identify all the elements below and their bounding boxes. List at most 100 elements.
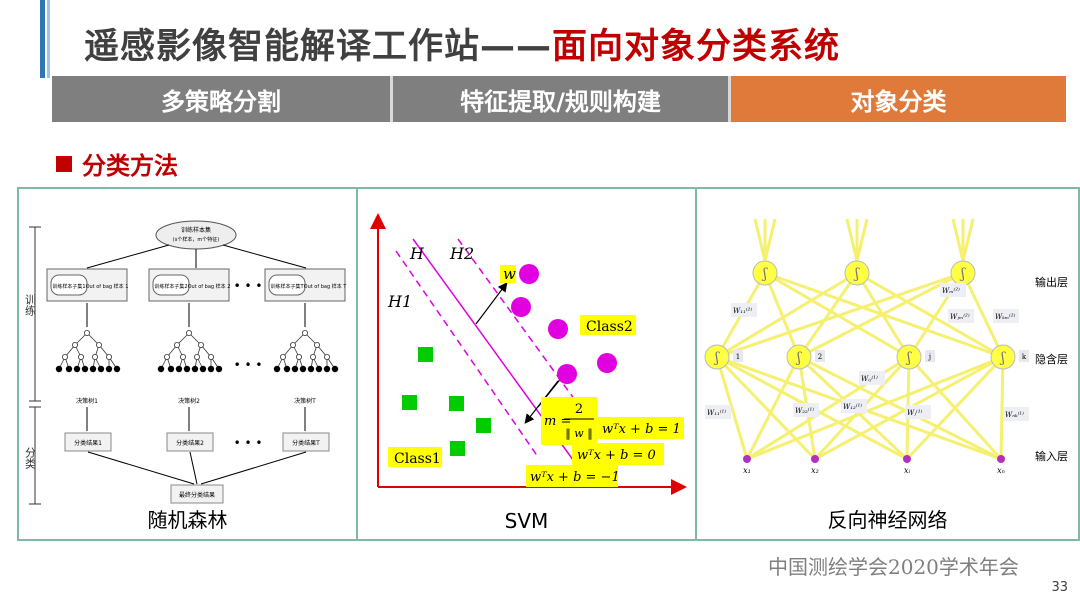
svm-class1-label: Class1: [394, 451, 441, 467]
tree-node: [289, 341, 296, 348]
svm-diagram: H H2 H1 w Class1 Class2 m = 2 ‖ w ‖ wᵀx …: [370, 213, 687, 495]
title-accent-bar-light: [47, 0, 50, 78]
nn-weight-label: Wₖₘ⁽²⁾: [995, 312, 1016, 321]
tab-object-classification[interactable]: 对象分类: [728, 76, 1066, 122]
svm-class1-point: [450, 441, 465, 456]
svm-eq-plus-bg: [598, 417, 684, 439]
svm-panel: H H2 H1 w Class1 Class2 m = 2 ‖ w ‖ wᵀx …: [356, 187, 697, 541]
tree-node: [295, 353, 302, 360]
nn-weight-bg: [793, 403, 819, 417]
tree-node: [185, 329, 192, 336]
nn-neuron-symbol: ʃ: [795, 350, 802, 366]
tree-leaf: [323, 365, 331, 373]
svm-label-H1: H1: [387, 292, 412, 311]
nn-neuron-symbol: ʃ: [853, 266, 860, 282]
nn-weight-bg: [1003, 407, 1029, 421]
tree-leaf: [199, 365, 207, 373]
tree-leaf: [273, 365, 281, 373]
tree-leaf: [97, 365, 105, 373]
oob-label-1: Out of bag 样本 1: [86, 283, 129, 290]
nn-input-layer-label: 输入层: [1035, 449, 1068, 463]
subset-label-T: 训练样本子集T: [270, 283, 304, 290]
nn-weight-label: W₁₁⁽²⁾: [733, 306, 752, 315]
tree-label-T: 决策树T: [294, 397, 316, 405]
nn-input-label: xᵢ: [904, 466, 911, 475]
tree-node: [173, 341, 180, 348]
result-box-1: [64, 432, 112, 452]
tree-leaf: [157, 365, 165, 373]
tree-node: [78, 353, 85, 360]
svm-eq-minus-bg: [526, 465, 618, 487]
subset-group-T: 训练样本子集T Out of bag 样本 T: [264, 268, 347, 302]
nn-weight-label: Wⱼₘ⁽²⁾: [950, 312, 970, 321]
oob-label-2: Out of bag 样本 2: [188, 283, 231, 290]
tree-node: [207, 353, 214, 360]
nn-input-node: [997, 455, 1005, 463]
result-box-T: [282, 432, 330, 452]
nn-output-layer-label: 输出层: [1035, 275, 1068, 289]
page-title: 遥感影像智能解译工作站——面向对象分类系统: [84, 18, 840, 69]
nn-output-edge: [855, 218, 869, 262]
svm-eq-zero-bg: [572, 443, 664, 465]
nn-weight-label: W₂₂⁽¹⁾: [795, 406, 814, 415]
tree-leaf: [331, 365, 339, 373]
page-number: 33: [1051, 580, 1068, 595]
nn-neuron-symbol: ʃ: [905, 350, 912, 366]
nn-hidden-index: 1: [736, 353, 740, 361]
nn-weight-bg: [731, 303, 757, 317]
svm-class1-bg: [388, 447, 442, 467]
svm-margin-line-H1: [395, 250, 539, 458]
svm-class1-point: [476, 418, 491, 433]
nn-weight-label: W₁₁⁽¹⁾: [707, 408, 726, 417]
nn-weight-bg: [841, 399, 867, 413]
tree-node: [313, 341, 320, 348]
tree-node: [197, 341, 204, 348]
random-forest-diagram: 训练 分类 训练样本集 (s个样本，m个特征) 训练样本子集1 Out of b…: [24, 220, 347, 505]
nn-hidden-layer-label: 隐含层: [1035, 352, 1068, 366]
nn-weight-label: Wᵢⱼ⁽¹⁾: [861, 374, 878, 383]
nn-connections: [715, 218, 1005, 461]
nn-output-edge: [753, 218, 767, 262]
tree-node: [193, 353, 200, 360]
svm-normal-vector: [475, 282, 508, 325]
nn-hidden-index-bg: [815, 350, 825, 362]
training-set-sublabel: (s个样本，m个特征): [173, 236, 219, 243]
svm-label-w: w: [503, 265, 516, 283]
nn-input-label: xₙ: [997, 466, 1005, 475]
svm-margin-formula-bg: [541, 397, 597, 445]
ellipsis-subsets: • • •: [234, 279, 263, 293]
svm-class2-point: [597, 353, 617, 373]
nn-weight-label: Wₘ⁽²⁾: [942, 286, 960, 295]
nn-neuron: [844, 260, 870, 286]
training-set-label: 训练样本集: [181, 226, 211, 234]
nn-weight-bg: [940, 283, 966, 297]
tree-node: [309, 353, 316, 360]
tree-node: [106, 353, 113, 360]
tree-leaf: [55, 365, 63, 373]
tree-leaf: [283, 365, 291, 373]
svm-eq-plus: wᵀx + b = 1: [602, 422, 681, 437]
nn-hidden-index-bg: [733, 350, 743, 362]
nn-hidden-output-edge: [961, 272, 1005, 358]
tab-feature-extraction[interactable]: 特征提取/规则构建: [390, 76, 728, 122]
nn-neuron-symbol: ʃ: [761, 266, 768, 282]
svm-class2-bg: [580, 315, 636, 335]
nn-neuron: [786, 344, 812, 370]
result-box-2: [166, 432, 214, 452]
nn-hidden-output-edge: [797, 272, 859, 358]
tree-leaf: [65, 365, 73, 373]
nn-weight-label: Wₙₖ⁽¹⁾: [1005, 410, 1024, 419]
nn-output-edge: [951, 218, 965, 262]
tree-node: [163, 353, 170, 360]
edge-result1-final: [87, 451, 195, 485]
tree-leaf: [183, 365, 191, 373]
svm-caption: SVM: [504, 509, 549, 533]
nn-hidden-index: j: [928, 353, 931, 361]
tab-segmentation[interactable]: 多策略分割: [52, 76, 390, 122]
nn-hidden-output-edge: [716, 271, 964, 359]
tree-leaf: [207, 365, 215, 373]
nn-output-edge: [763, 218, 777, 262]
page-title-highlight: 面向对象分类系统: [552, 27, 841, 67]
tree-leaf: [307, 365, 315, 373]
svm-class2-point: [511, 297, 531, 317]
